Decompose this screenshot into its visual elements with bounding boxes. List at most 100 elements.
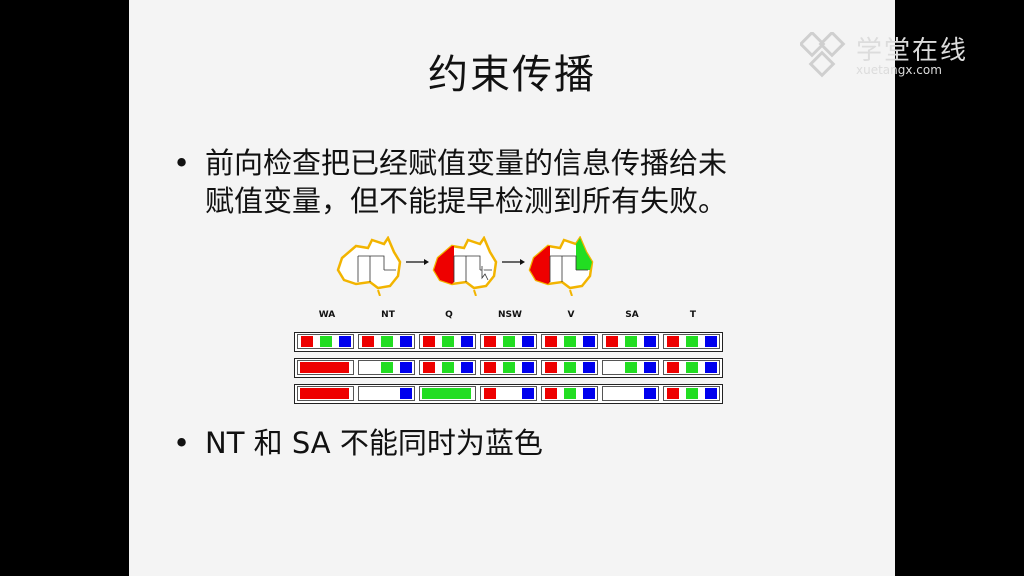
domain-value-red [545, 388, 557, 399]
domain-value-blue [644, 362, 656, 373]
domain-value-green [686, 362, 698, 373]
q-region [576, 238, 592, 270]
domain-cell-wa [297, 334, 354, 349]
domain-value-red [423, 362, 435, 373]
slide-title: 约束传播 [428, 52, 596, 98]
column-header-t: T [689, 310, 697, 320]
domain-value-red [667, 388, 679, 399]
domain-cell-sa [602, 334, 659, 349]
domain-value-red [606, 336, 618, 347]
bullet-line: 赋值变量，但不能提早检测到所有失败。 [205, 184, 728, 218]
domain-value-green [422, 388, 471, 399]
australia-outline [336, 236, 402, 290]
bullet-line: NT 和 SA 不能同时为蓝色 [205, 426, 543, 460]
domain-value-blue [644, 388, 656, 399]
domain-cell-v [541, 360, 598, 375]
bullet-forward-checking: • 前向检查把已经赋值变量的信息传播给未 赋值变量，但不能提早检测到所有失败。 [173, 144, 873, 224]
australia-map-1 [336, 236, 402, 296]
domain-value-red [484, 362, 496, 373]
column-header-v: V [567, 310, 575, 320]
bullet-text: 前向检查把已经赋值变量的信息传播给未 赋值变量，但不能提早检测到所有失败。 [205, 144, 727, 220]
domain-value-blue [583, 388, 595, 399]
bullet-dot: • [173, 146, 191, 180]
domain-value-green [381, 336, 393, 347]
domain-cell-nsw [480, 386, 537, 401]
domain-value-green [686, 336, 698, 347]
domain-row [294, 384, 723, 404]
domain-value-green [381, 362, 393, 373]
domain-cell-q [419, 334, 476, 349]
wa-region [434, 246, 454, 284]
wa-region [530, 246, 550, 284]
domain-value-blue [461, 336, 473, 347]
domain-value-red [667, 336, 679, 347]
column-header-sa: SA [625, 310, 639, 320]
domain-value-blue [583, 336, 595, 347]
column-header-nt: NT [381, 310, 395, 320]
domain-value-blue [400, 336, 412, 347]
australia-maps-figure [336, 236, 594, 296]
domain-cell-nt [358, 334, 415, 349]
column-header-wa: WA [318, 310, 336, 320]
domain-cell-q [419, 360, 476, 375]
domain-cell-q [419, 386, 476, 401]
domain-value-blue [705, 336, 717, 347]
domain-cell-wa [297, 386, 354, 401]
domain-value-green [503, 336, 515, 347]
domain-cell-v [541, 386, 598, 401]
domain-value-green [442, 362, 454, 373]
domain-cell-nt [358, 360, 415, 375]
domain-value-green [564, 362, 576, 373]
domain-cell-nsw [480, 360, 537, 375]
domain-cell-nsw [480, 334, 537, 349]
domain-cell-wa [297, 360, 354, 375]
domain-value-green [625, 336, 637, 347]
domain-value-blue [400, 362, 412, 373]
domain-cell-sa [602, 386, 659, 401]
domain-cell-t [663, 386, 720, 401]
domain-row [294, 332, 723, 352]
bullet-line: 前向检查把已经赋值变量的信息传播给未 [205, 146, 728, 180]
domain-value-blue [522, 362, 534, 373]
domain-cell-t [663, 334, 720, 349]
domain-value-blue [339, 336, 351, 347]
bullet-text: NT 和 SA 不能同时为蓝色 [205, 424, 543, 462]
domain-value-red [484, 336, 496, 347]
domain-cell-v [541, 334, 598, 349]
domain-value-green [686, 388, 698, 399]
domain-value-red [545, 336, 557, 347]
column-header-q: Q [445, 310, 453, 320]
australia-map-3 [528, 236, 594, 296]
watermark-name: 学堂在线 [856, 36, 969, 66]
domain-value-red [667, 362, 679, 373]
domain-cell-nt [358, 386, 415, 401]
domain-row [294, 358, 723, 378]
domain-value-blue [705, 362, 717, 373]
domain-value-red [484, 388, 496, 399]
bullet-nt-sa: • NT 和 SA 不能同时为蓝色 [173, 424, 773, 464]
slide: 约束传播 • 前向检查把已经赋值变量的信息传播给未 赋值变量，但不能提早检测到所… [129, 0, 895, 576]
domain-value-red [300, 362, 349, 373]
domain-value-green [503, 362, 515, 373]
domain-value-blue [644, 336, 656, 347]
domain-cell-t [663, 360, 720, 375]
domain-value-red [362, 336, 374, 347]
domain-cell-sa [602, 360, 659, 375]
domain-value-red [545, 362, 557, 373]
australia-map-2 [432, 236, 498, 296]
domain-value-green [564, 388, 576, 399]
domain-value-green [564, 336, 576, 347]
domain-value-blue [705, 388, 717, 399]
domain-value-red [301, 336, 313, 347]
domain-value-blue [522, 388, 534, 399]
domain-value-green [625, 362, 637, 373]
domain-value-red [423, 336, 435, 347]
bullet-dot: • [173, 426, 191, 460]
column-header-nsw: NSW [498, 310, 522, 320]
domain-value-blue [522, 336, 534, 347]
logo-icon [800, 32, 846, 78]
domain-value-green [320, 336, 332, 347]
domain-value-green [442, 336, 454, 347]
domain-value-blue [461, 362, 473, 373]
domain-value-blue [583, 362, 595, 373]
